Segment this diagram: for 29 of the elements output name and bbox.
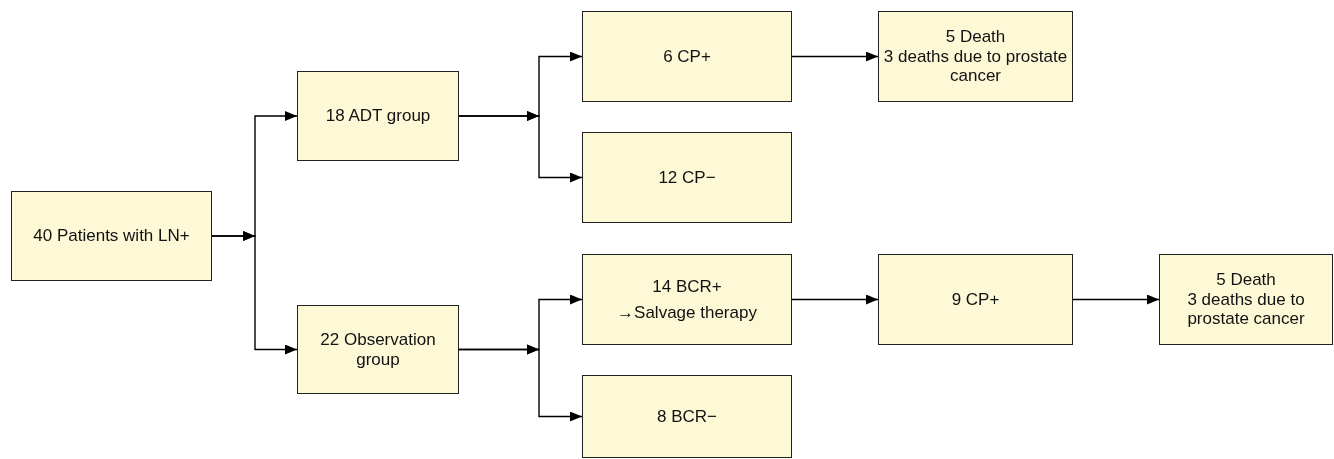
process-box	[582, 132, 792, 223]
box-label: 5 Death	[1216, 270, 1276, 290]
process-box	[582, 11, 792, 102]
box-label: 14 BCR+	[652, 276, 722, 297]
box-label: 22 Observation group	[319, 329, 437, 370]
arrow	[791, 294, 879, 305]
box-label: 6 CP+	[663, 46, 711, 67]
box-label: 40 Patients with LN+	[33, 226, 190, 246]
arrow	[791, 51, 879, 62]
process-box	[582, 254, 792, 345]
box-label: 9 CP+	[951, 289, 1000, 310]
arrow	[211, 231, 298, 355]
box-label: 18 ADT group	[325, 106, 431, 126]
process-box	[297, 305, 459, 394]
arrow	[1072, 294, 1160, 305]
process-box	[582, 375, 792, 458]
box-label: 5 Death	[945, 27, 1006, 47]
box-label: 8 BCR−	[657, 406, 717, 427]
process-box	[1159, 254, 1333, 345]
arrow	[458, 111, 583, 183]
box-note: →Salvage therapy	[617, 302, 757, 323]
arrow	[458, 344, 583, 422]
box-label: 12 CP−	[658, 167, 716, 188]
process-box	[878, 11, 1073, 102]
process-box	[878, 254, 1073, 345]
process-box	[297, 71, 459, 161]
box-note: 3 deaths due to prostate cancer	[1186, 289, 1306, 329]
process-box	[11, 191, 212, 281]
box-note: 3 deaths due to prostate cancer	[882, 46, 1069, 86]
